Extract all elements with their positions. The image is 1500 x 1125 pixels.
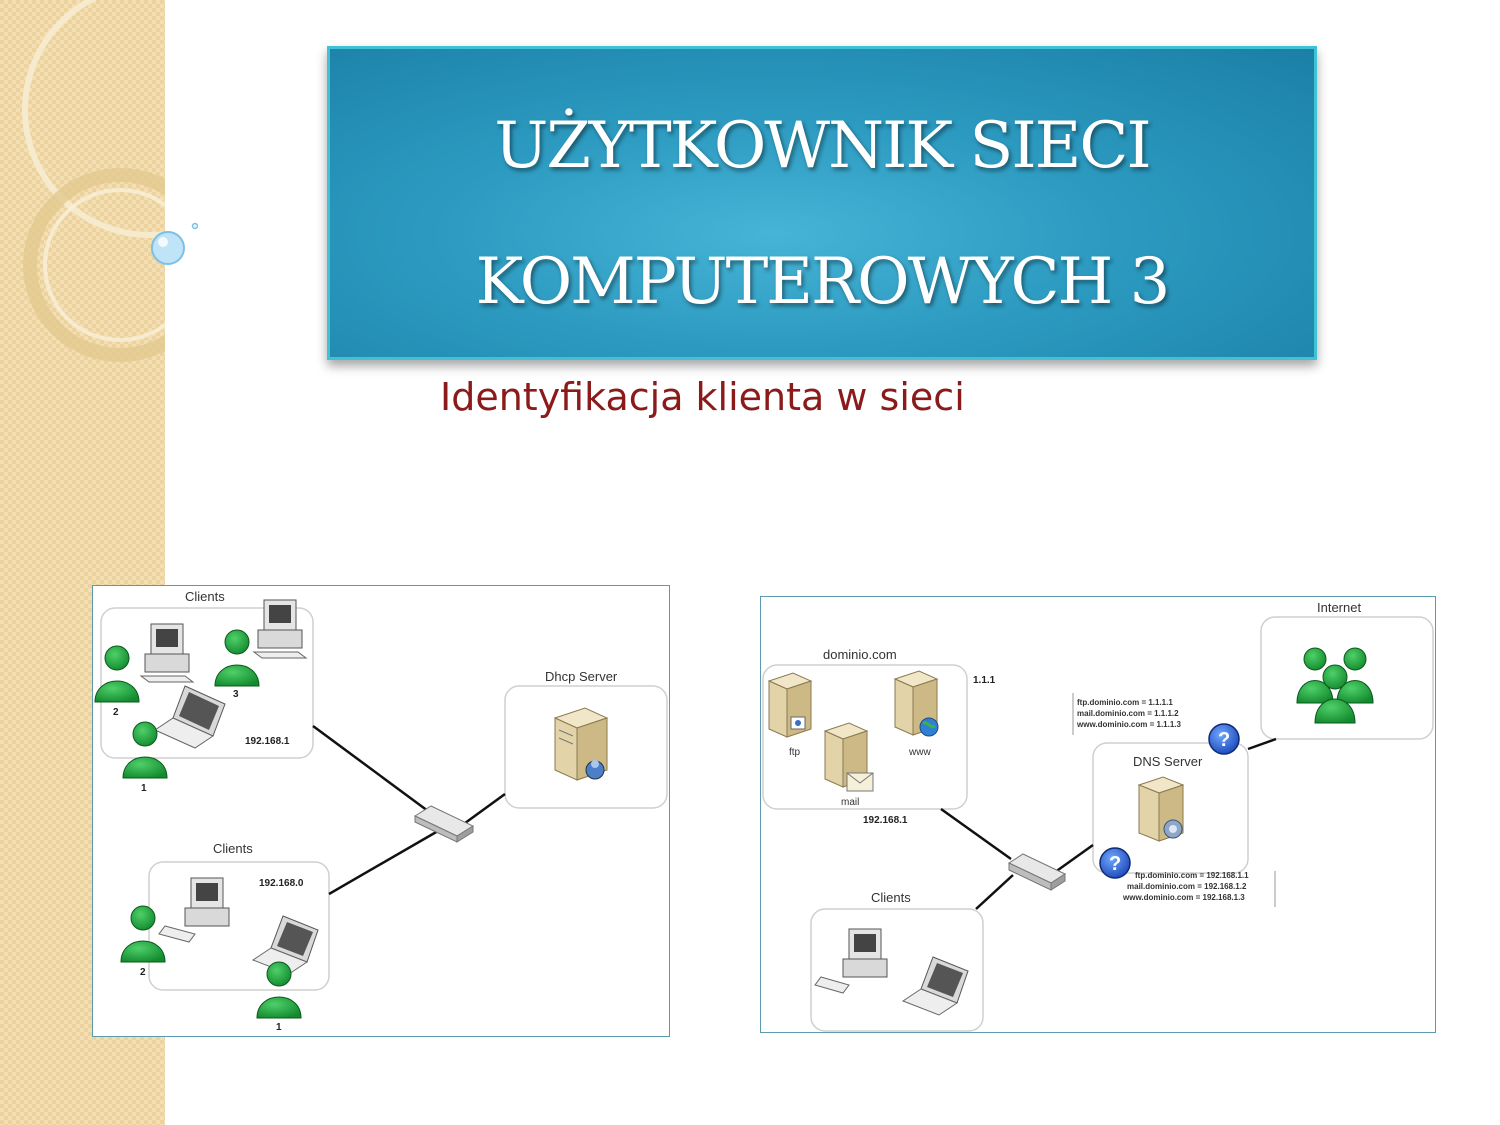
- title-line-2: KOMPUTEROWYCH 3: [475, 245, 1171, 319]
- subtitle: Identyfikacja klienta w sieci: [440, 375, 965, 419]
- mail-server-icon: [823, 722, 874, 792]
- local-subnet-label: 192.168.1: [863, 815, 908, 826]
- www-server-icon: [893, 670, 939, 737]
- user-number-1-bottom: 1: [276, 1022, 282, 1033]
- domain-label: dominio.com: [823, 647, 897, 662]
- bottom-subnet-label: 192.168.0: [259, 878, 304, 889]
- user-number-3-top: 3: [233, 689, 239, 700]
- desktop-computer-icon: [252, 599, 308, 659]
- link-switch-clients: [975, 874, 1014, 910]
- question-icon: ?: [1099, 847, 1131, 879]
- title-line-1: UŻYTKOWNIK SIECI: [494, 109, 1151, 183]
- bubble-accent-icon: [151, 222, 198, 265]
- private-record-mail: mail.dominio.com = 192.168.1.2: [1127, 882, 1247, 891]
- user-icon: [120, 905, 166, 963]
- clients-label: Clients: [871, 890, 911, 905]
- top-subnet-label: 192.168.1: [245, 736, 290, 747]
- server-label-www: www: [908, 747, 931, 758]
- user-number-2-bottom: 2: [140, 967, 146, 978]
- link-switch-bottom: [328, 829, 439, 896]
- switch-icon: [1007, 853, 1067, 891]
- link-switch-server: [460, 792, 506, 828]
- title-banner: UŻYTKOWNIK SIECI KOMPUTEROWYCH 3: [327, 46, 1317, 360]
- link-top-switch: [312, 724, 429, 813]
- dns-server-label: DNS Server: [1133, 754, 1203, 769]
- user-icon: [122, 721, 168, 779]
- desktop-computer-icon: [139, 623, 195, 683]
- domain-ip-label: 1.1.1: [973, 675, 996, 686]
- laptop-icon: [153, 685, 226, 749]
- svg-text:?: ?: [1218, 729, 1230, 751]
- dns-network-diagram: dominio.com 1.1.1 192.168.1 Internet DNS…: [760, 596, 1436, 1033]
- user-icon: [94, 645, 140, 703]
- link-dns-internet: [1247, 737, 1277, 751]
- svg-text:?: ?: [1109, 853, 1121, 875]
- clients-bottom-label: Clients: [213, 841, 253, 856]
- user-number-2-top: 2: [113, 707, 119, 718]
- private-record-ftp: ftp.dominio.com = 192.168.1.1: [1135, 871, 1249, 880]
- desktop-computer-icon: [814, 928, 888, 994]
- laptop-icon: [251, 915, 319, 975]
- user-number-1-top: 1: [141, 783, 147, 794]
- user-icon: [214, 629, 260, 687]
- public-record-mail: mail.dominio.com = 1.1.1.2: [1077, 709, 1179, 718]
- dhcp-network-diagram: Clients 192.168.1 Clients 192.168.0 Dhcp…: [92, 585, 670, 1037]
- laptop-icon: [901, 956, 969, 1016]
- dns-server-tower-icon: [1137, 776, 1185, 842]
- link-switch-dns: [1050, 843, 1094, 877]
- dhcp-server-label: Dhcp Server: [545, 669, 618, 684]
- decorative-side-strip: [0, 0, 165, 1125]
- server-tower-icon: [553, 707, 609, 781]
- ftp-server-icon: [767, 672, 813, 738]
- public-record-ftp: ftp.dominio.com = 1.1.1.1: [1077, 698, 1173, 707]
- user-icon: [256, 961, 302, 1019]
- private-record-www: www.dominio.com = 192.168.1.3: [1122, 893, 1245, 902]
- server-label-ftp: ftp: [789, 747, 801, 758]
- link-domain-switch: [940, 807, 1012, 861]
- question-icon: ?: [1208, 723, 1240, 755]
- switch-icon: [413, 805, 475, 843]
- clients-top-label: Clients: [185, 589, 225, 604]
- server-label-mail: mail: [841, 797, 859, 808]
- desktop-computer-icon: [158, 877, 230, 943]
- internet-label: Internet: [1317, 600, 1361, 615]
- user-group-icon: [1296, 647, 1374, 724]
- public-record-www: www.dominio.com = 1.1.1.3: [1076, 720, 1182, 729]
